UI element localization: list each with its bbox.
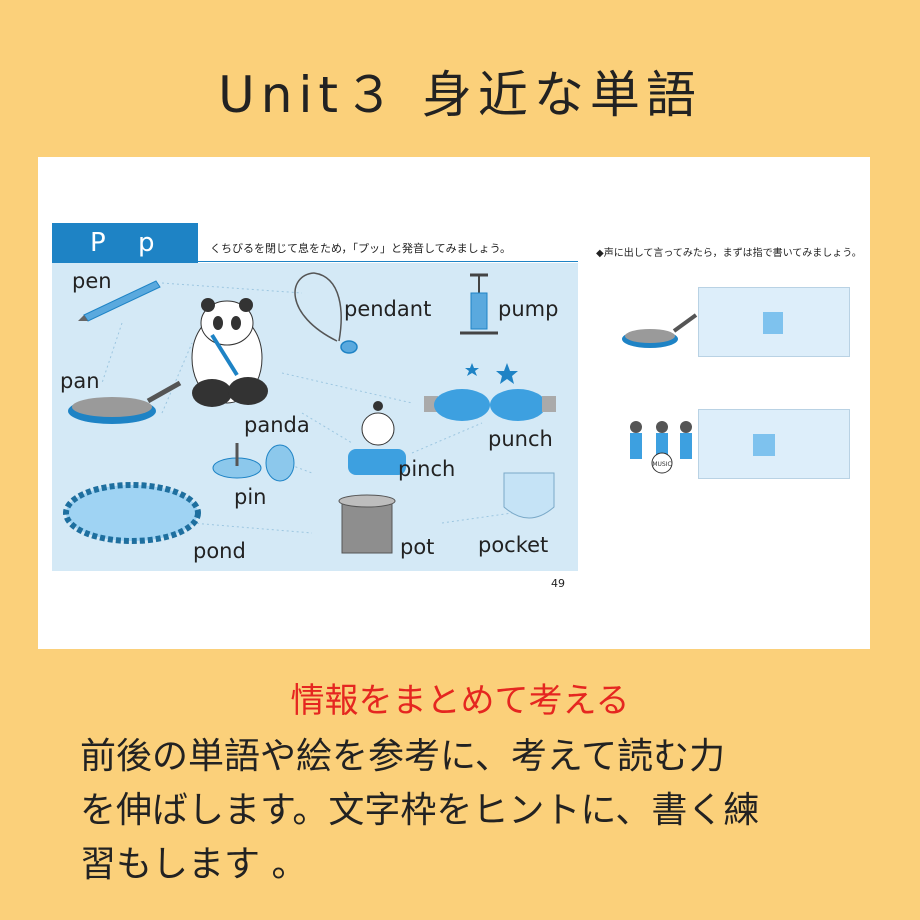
word-pond: pond (193, 539, 246, 563)
textbook-page: P p くちびるを閉じて息をため，「プッ」と発音してみましょう。 ◆声に出して言… (38, 157, 870, 649)
letter-header: P p (52, 223, 198, 263)
music-drum-label: MUSIC (652, 461, 671, 468)
pin-icon (212, 443, 295, 482)
page-number: 49 (551, 577, 565, 590)
word-pin: pin (234, 485, 267, 509)
caption-heading: 情報をまとめて考える (290, 681, 630, 721)
word-pump: pump (498, 297, 559, 321)
header-divider (198, 261, 578, 262)
pot-icon (338, 494, 396, 554)
scene-illustration (63, 272, 556, 554)
word-pinch: pinch (398, 457, 456, 481)
music-writing-grid[interactable] (698, 409, 850, 479)
pendant-icon (294, 272, 358, 354)
page-title: Unit３ 身近な単語 (218, 66, 702, 124)
pan-icon (68, 380, 182, 424)
body-line-3: 習もします 。 (80, 844, 308, 885)
pump-icon (460, 273, 498, 335)
body-line-2: を伸ばします。文字枠をヒントに、書く練 (80, 790, 760, 831)
body-line-1: 前後の単語や絵を参考に、考えて読む力 (80, 736, 726, 777)
word-pendant: pendant (344, 297, 432, 321)
word-pot: pot (400, 535, 435, 559)
word-punch: punch (488, 427, 553, 451)
word-pan: pan (60, 369, 100, 393)
pond-icon (63, 482, 201, 544)
pocket-icon (503, 472, 555, 519)
band-exercise-icon: MUSIC (630, 421, 692, 474)
word-panda: panda (244, 413, 310, 437)
pen-icon (78, 280, 161, 322)
pronunciation-instruction: くちびるを閉じて息をため，「プッ」と発音してみましょう。 (210, 242, 511, 255)
pan-exercise-icon (622, 313, 698, 348)
punch-icon (424, 363, 556, 421)
pinch-girl-icon (348, 401, 406, 475)
word-pen: pen (72, 269, 112, 293)
word-pocket: pocket (478, 533, 549, 557)
vocabulary-scene: pen pendant pump pan panda punch pinch p… (52, 263, 578, 571)
pan-writing-grid[interactable] (698, 287, 850, 357)
panda-icon (191, 298, 268, 407)
writing-instruction: ◆声に出して言ってみたら，まずは指で書いてみましょう。 (596, 248, 862, 259)
